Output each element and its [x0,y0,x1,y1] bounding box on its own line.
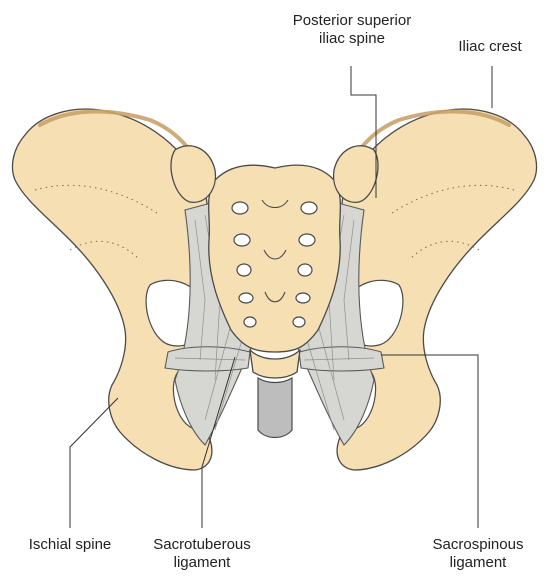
label-sacrotuberous-ligament: Sacrotuberous ligament [153,536,251,572]
label-sacrospinous-line1: Sacrospinous [433,536,524,554]
label-sacrotuberous-line2: ligament [153,554,251,572]
coccyx [258,378,292,438]
label-sacrospinous-ligament: Sacrospinous ligament [433,536,524,572]
label-sacrospinous-line2: ligament [433,554,524,572]
label-posterior-superior-iliac-spine: Posterior superior iliac spine [293,12,411,48]
label-psis-line1: Posterior superior [293,12,411,30]
label-sacrotuberous-line1: Sacrotuberous [153,536,251,554]
label-ischial-spine: Ischial spine [29,536,112,554]
coccyx-upper [250,350,300,378]
label-psis-line2: iliac spine [293,30,411,48]
leader-ischial-spine [70,398,118,528]
label-iliac-crest: Iliac crest [458,38,521,56]
